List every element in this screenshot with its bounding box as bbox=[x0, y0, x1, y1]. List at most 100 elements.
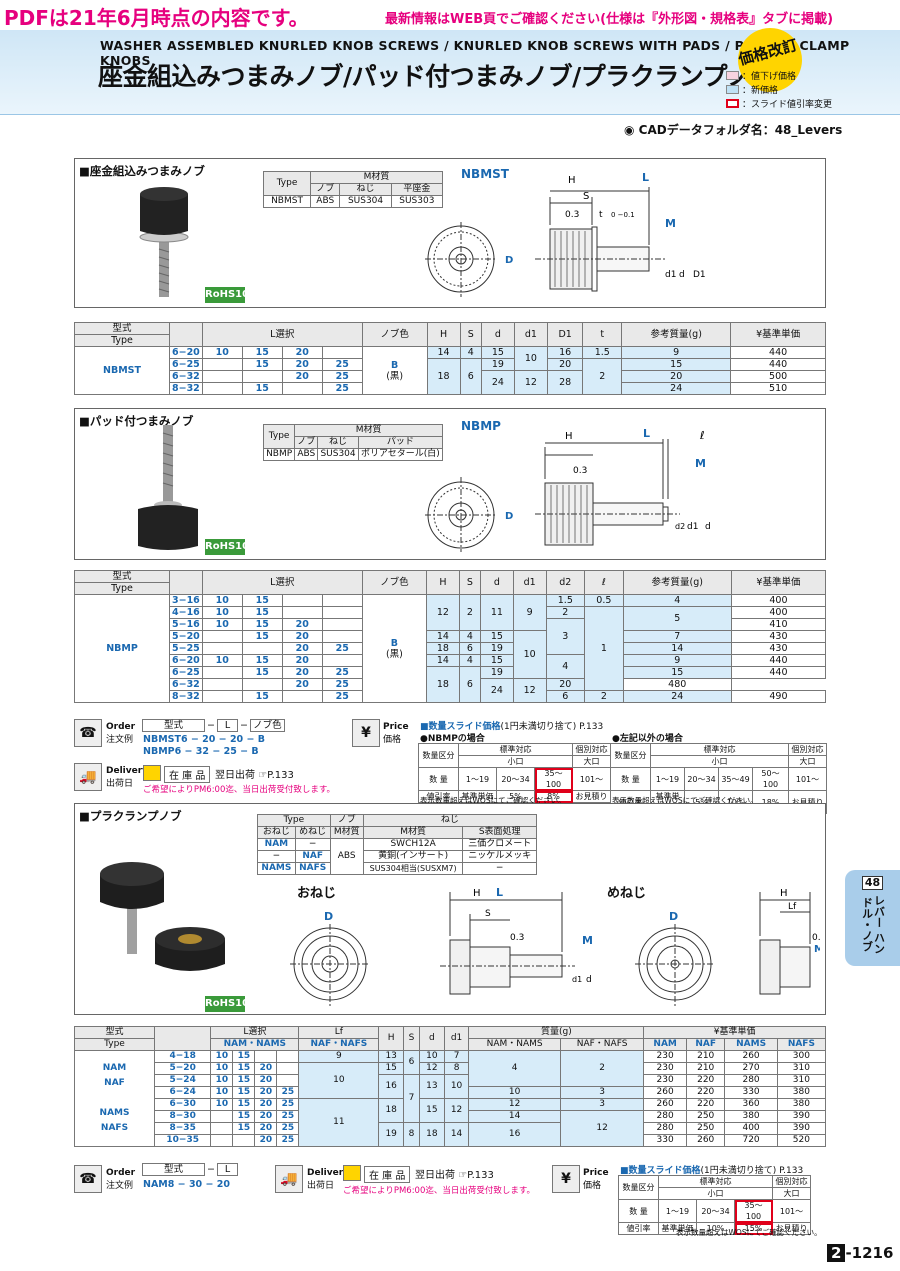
s2-spec-rows-1-p: 400 bbox=[730, 606, 827, 619]
s3-spec-rows-3-m: 6−24 bbox=[153, 1086, 212, 1099]
s3-spec-rows-1-L-0: 10 bbox=[210, 1062, 234, 1075]
s1-spec-rows-0-L-3 bbox=[321, 346, 363, 359]
s1-spec-D1-1: 20 bbox=[546, 358, 584, 371]
s3-mat-abs: ABS bbox=[329, 838, 364, 875]
price2-label2: 価格 bbox=[583, 1181, 602, 1191]
s2-spec-rows-8-L-1: 15 bbox=[241, 690, 283, 703]
s3-dims-H: H bbox=[473, 888, 481, 899]
rohs-badge: RoHS10 bbox=[205, 996, 249, 1012]
tab-num: 48 bbox=[861, 876, 884, 890]
s2-spec-h1: 型式 bbox=[74, 570, 170, 583]
delivery2-next: 翌日出荷 bbox=[415, 1170, 455, 1181]
s1-spec-rows-2-L-0 bbox=[201, 370, 243, 383]
nbmp-photo bbox=[138, 425, 198, 550]
s3-dims-D: D bbox=[669, 910, 678, 923]
s1-spec-rows-3-L-2 bbox=[281, 382, 323, 395]
s3-spec-rows-1-p-2: 270 bbox=[724, 1062, 778, 1075]
s2-spec-rows-3-m: 5−20 bbox=[169, 630, 203, 643]
s3-spec-rows-2-p-1: 220 bbox=[685, 1074, 726, 1087]
s3-spec-hLf: Lf bbox=[298, 1026, 380, 1039]
s2-spec-rows-6-m: 6−25 bbox=[169, 666, 203, 679]
s1-dims-S: S bbox=[583, 191, 589, 202]
s3-spec-rows-3-p-3: 380 bbox=[776, 1086, 827, 1099]
s2-mat-row-3: ポリアセタール(白) bbox=[357, 448, 444, 461]
s2-spec-rows-2-L-3 bbox=[321, 618, 363, 631]
rohs-badge: RoHS10 bbox=[205, 287, 249, 303]
s2-spec-rows-3-p: 430 bbox=[730, 630, 827, 643]
price1-label2: 価格 bbox=[383, 735, 402, 745]
s1-dims-tol: 0 −0.1 bbox=[611, 211, 635, 219]
s3-mat-rows-1-1: NAF bbox=[294, 850, 331, 863]
price2-label: Price bbox=[583, 1168, 609, 1178]
s2-spec-S-2: 6 bbox=[458, 642, 482, 655]
s1-spec-S-1: 6 bbox=[459, 358, 482, 395]
s3-spec-d1-0: 7 bbox=[443, 1050, 470, 1063]
s3-spec-hL2: NAM・NAMS bbox=[210, 1038, 300, 1051]
header-legend-0: ：値下げ価格 bbox=[742, 71, 797, 82]
price1-t1-qty-0: 数 量 bbox=[418, 767, 459, 791]
s2-spec-cols-0: H bbox=[426, 570, 460, 595]
s1-spec-rows-1-p: 440 bbox=[730, 358, 826, 371]
s2-spec-l-2: 2 bbox=[584, 690, 624, 703]
female-label: めねじ bbox=[607, 886, 647, 901]
s1-spec-hC: ノブ色 bbox=[361, 322, 428, 347]
s2-spec-rows-1-m: 4−16 bbox=[169, 606, 203, 619]
s2-mat-type: Type bbox=[262, 424, 296, 449]
s3-spec-m1-3: 14 bbox=[468, 1110, 561, 1123]
s3-spec-m2-4: 12 bbox=[559, 1110, 645, 1147]
s2-spec-l-1: 1 bbox=[584, 606, 624, 691]
s3-spec-m2-0: 2 bbox=[559, 1050, 645, 1087]
s2-dims-d2: d2 bbox=[675, 522, 685, 531]
page-box: 2 bbox=[827, 1244, 846, 1262]
s3-spec-H-2: 16 bbox=[378, 1074, 404, 1099]
s1-mat-cols-2: 平座金 bbox=[390, 183, 444, 196]
price1-t2-qty-0: 数 量 bbox=[610, 767, 651, 791]
stock-label-2: 在 庫 品 bbox=[364, 1166, 411, 1183]
s3-spec-rows-2-p-2: 280 bbox=[724, 1074, 778, 1087]
s2-spec-color2: (黒) bbox=[385, 648, 403, 660]
section-title: ■パッド付つまみノブ bbox=[79, 414, 194, 428]
delivery1-ref: P.133 bbox=[267, 770, 294, 781]
s3-spec-rows-6-L-2: 20 bbox=[254, 1122, 278, 1135]
s1-spec-rows-0-L-1: 15 bbox=[241, 346, 283, 359]
s1-spec-d-2: 24 bbox=[480, 370, 515, 395]
s2-spec-rows-0-g: 4 bbox=[622, 594, 732, 607]
s2-spec-rows-3-L-3 bbox=[321, 630, 363, 643]
price-yen-icon: ¥ bbox=[352, 719, 380, 747]
delivery2-label2: 出荷日 bbox=[307, 1181, 335, 1191]
s3-spec-rows-6-m: 8−35 bbox=[153, 1122, 212, 1135]
s3-spec-rows-1-L-1: 15 bbox=[232, 1062, 256, 1075]
s3-spec-d-4: 18 bbox=[419, 1122, 445, 1147]
s3-spec-rows-6-p-1: 250 bbox=[685, 1122, 726, 1135]
category-tab-levers[interactable]: 48 レバー ハンドル・ノブ bbox=[845, 870, 900, 966]
price-yen-icon-2: ¥ bbox=[552, 1165, 580, 1193]
s3-mat-rows-2-3: − bbox=[462, 862, 537, 875]
s2-spec-rows-7-g: 20 bbox=[545, 678, 586, 691]
s3-mat-rows-1-2: 黄銅(インサート) bbox=[362, 850, 464, 863]
s2-spec-rows-6-p: 440 bbox=[730, 666, 827, 679]
s3-spec-mass: 質量(g) bbox=[468, 1026, 645, 1039]
nbmst-label: NBMST bbox=[461, 167, 509, 181]
price1-t1-qty-2: 20〜34 bbox=[496, 767, 535, 791]
s2-spec-cols-3: d1 bbox=[512, 570, 547, 595]
section-title: ■座金組込みつまみノブ bbox=[79, 164, 205, 178]
s3-spec-rows-0-p-1: 210 bbox=[685, 1050, 726, 1063]
s1-spec-rows-0-g: 9 bbox=[621, 346, 732, 359]
clamp-knob-photo bbox=[100, 862, 225, 971]
s3-spec-rows-1-L-2: 20 bbox=[254, 1062, 278, 1075]
s3-spec-rows-2-p-0: 230 bbox=[643, 1074, 687, 1087]
s2-spec-rows-4-p: 430 bbox=[730, 642, 827, 655]
price1-t2-qty-2: 20〜34 bbox=[684, 767, 719, 791]
s1-spec-t-0: 1.5 bbox=[582, 346, 623, 359]
male-label: おねじ bbox=[297, 886, 337, 901]
s2-spec-rows-4-g: 14 bbox=[622, 642, 732, 655]
s2-spec-d-0: 11 bbox=[480, 594, 514, 631]
s2-spec-rows-6-g: 15 bbox=[622, 666, 732, 679]
nbmp-drawing: L H ℓ 0.3 M D d2 d1 d bbox=[425, 427, 711, 552]
s2-spec-cols-1: S bbox=[458, 570, 482, 595]
s1-spec-rows-2-m: 6−32 bbox=[169, 370, 203, 383]
s2-spec-H-3: 14 bbox=[426, 654, 460, 667]
s1-mat-row-3: SUS303 bbox=[390, 195, 444, 208]
